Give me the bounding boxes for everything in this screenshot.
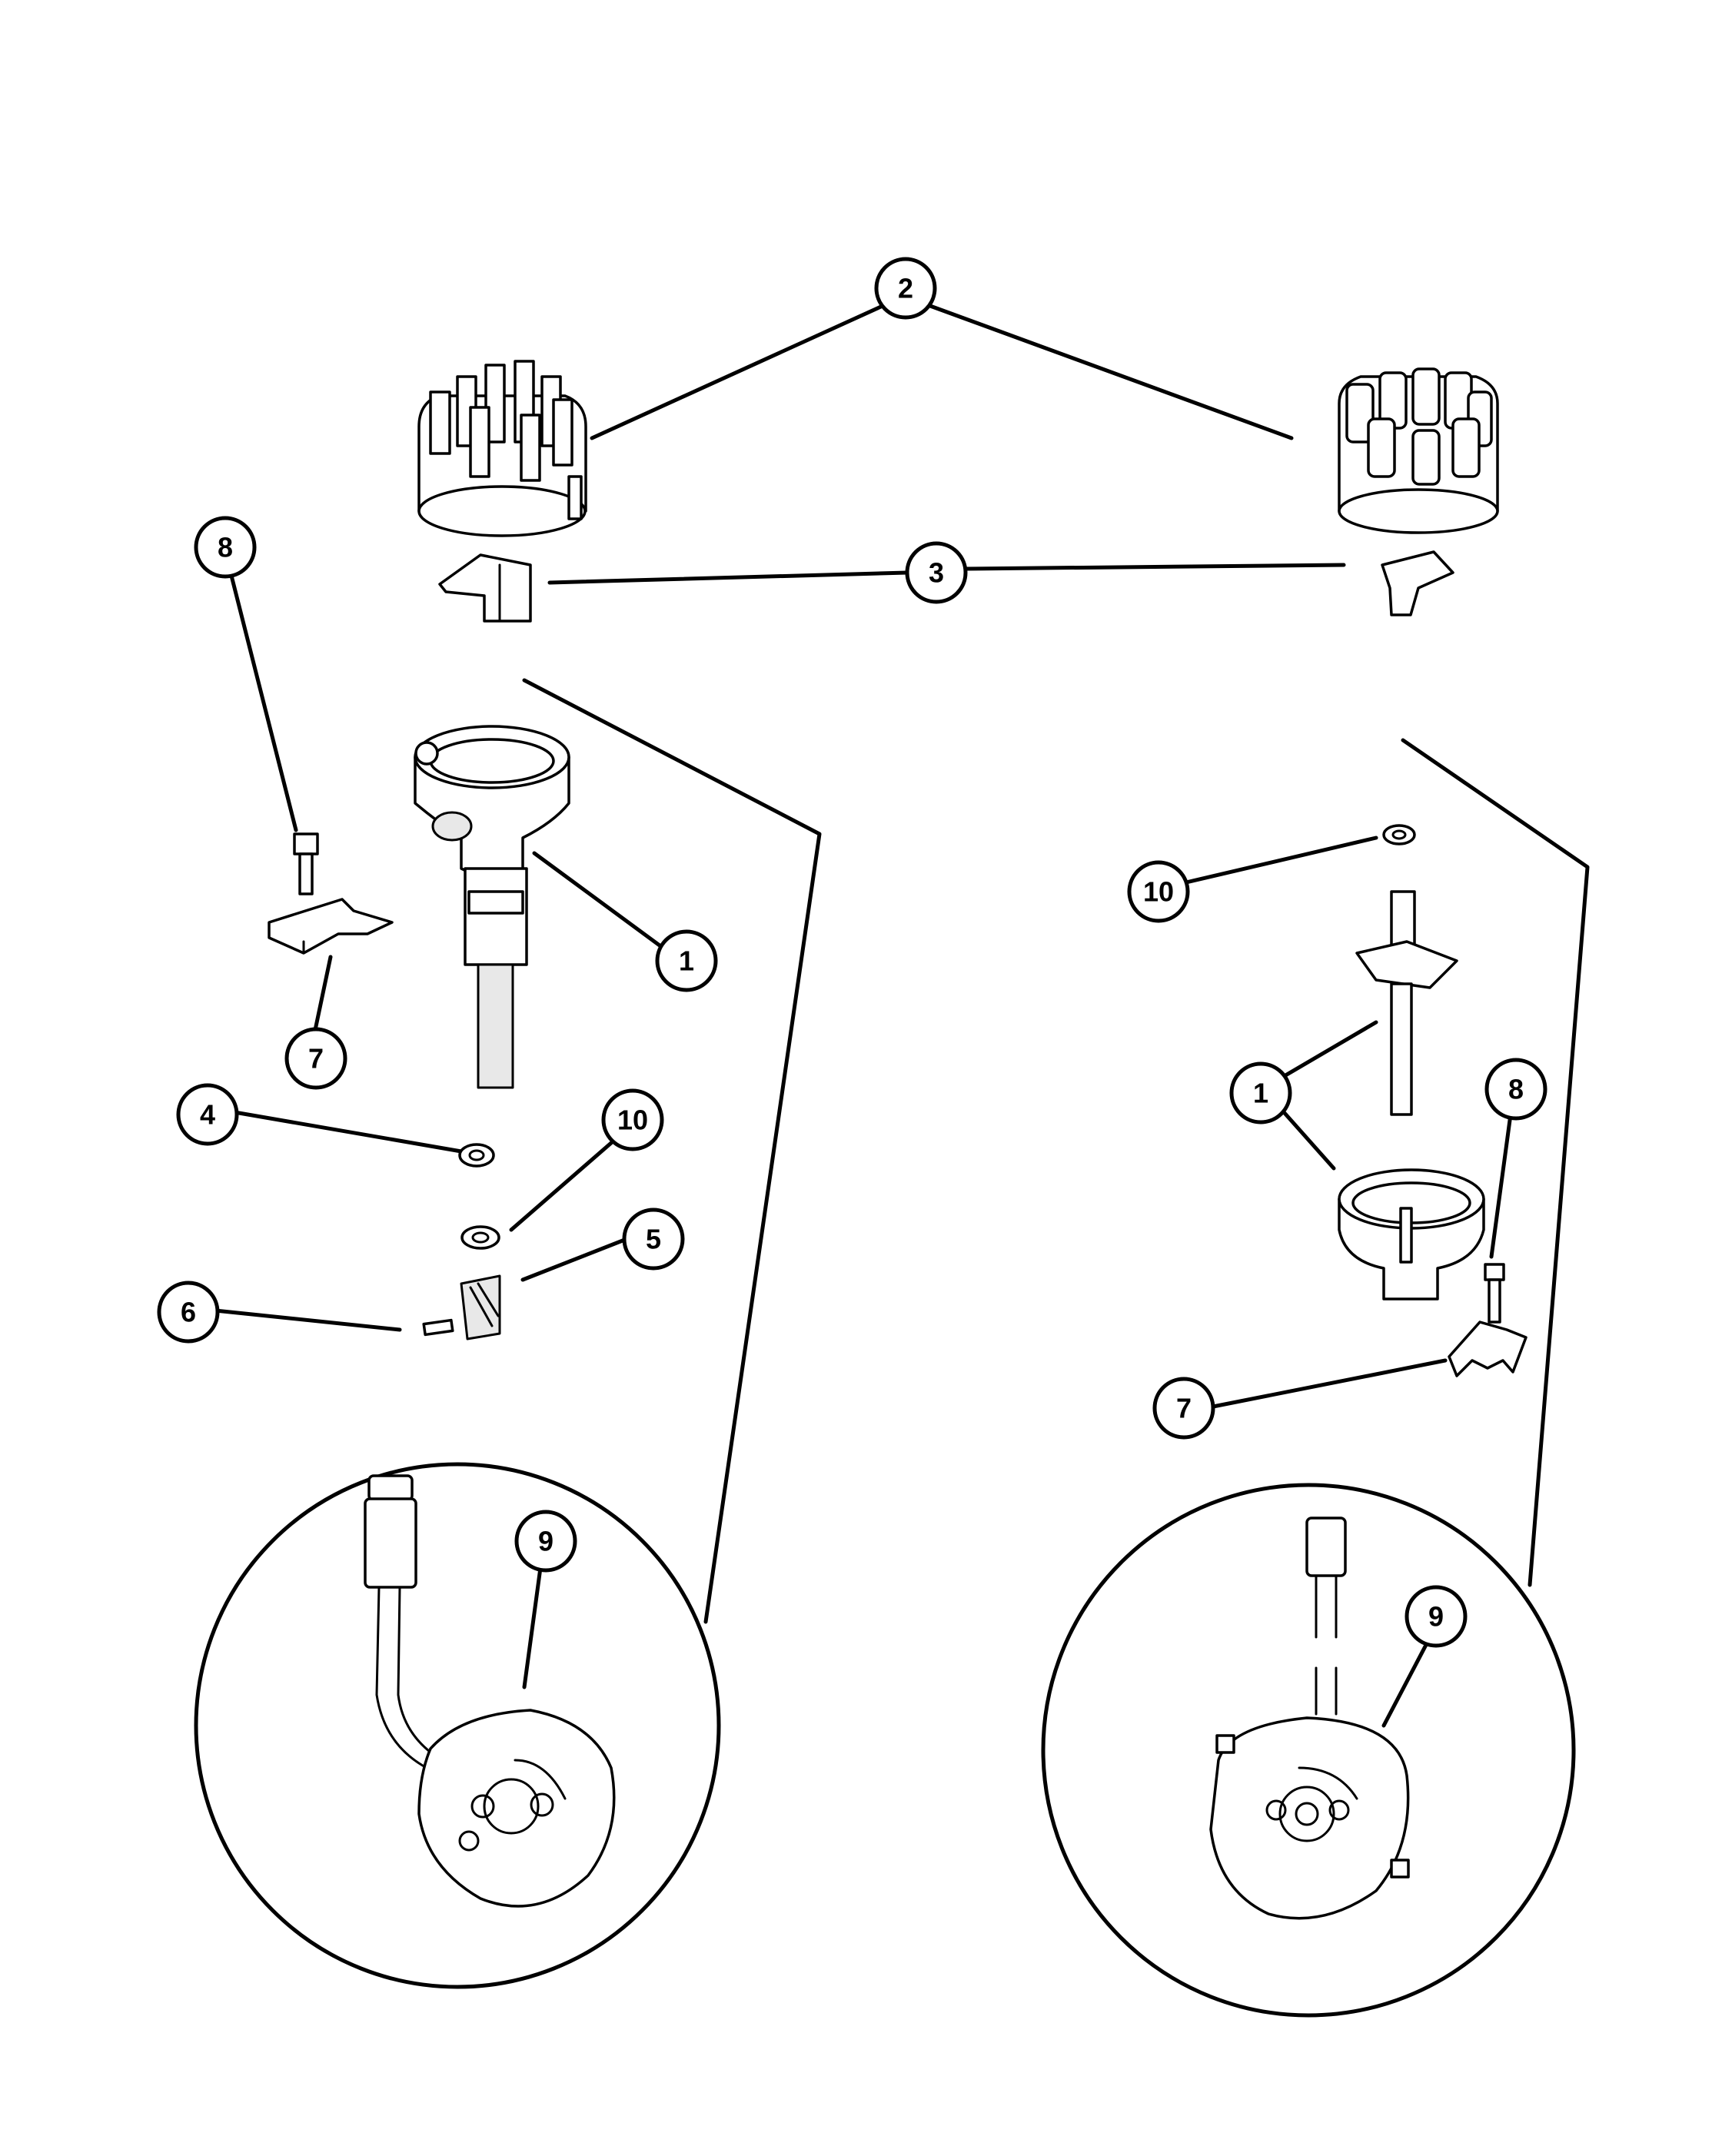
callout-9-left-label: 9 <box>538 1526 554 1557</box>
detail-circle-left <box>194 1462 721 1989</box>
distributor-housing-left <box>414 725 570 1089</box>
callout-8-left-label: 8 <box>218 532 233 563</box>
distributor-housing-right <box>1338 1168 1485 1301</box>
callout-4: 4 <box>176 1083 239 1146</box>
callout-9-left: 9 <box>514 1510 577 1573</box>
callout-7-right: 7 <box>1152 1377 1215 1440</box>
detail-circle-right <box>1041 1483 1576 2018</box>
callout-1-right-label: 1 <box>1253 1078 1268 1109</box>
washer-left-10 <box>460 1225 500 1250</box>
callout-2-label: 2 <box>898 273 913 304</box>
callout-1-left: 1 <box>655 929 718 992</box>
callout-4-label: 4 <box>200 1099 215 1131</box>
callout-3: 3 <box>905 541 968 604</box>
callout-10-right-label: 10 <box>1143 876 1174 908</box>
hold-down-clamp-right <box>1448 1321 1528 1377</box>
hold-down-clamp-left <box>268 898 394 955</box>
callout-6: 6 <box>157 1281 220 1344</box>
callout-1-right: 1 <box>1229 1061 1292 1125</box>
callout-3-label: 3 <box>929 557 944 589</box>
washer-left-4 <box>458 1143 495 1168</box>
leader-lines <box>213 304 1590 1728</box>
callout-7-left-label: 7 <box>308 1043 324 1075</box>
distributor-cap-left <box>417 360 587 537</box>
drive-gear-left <box>460 1274 501 1340</box>
bolt-right <box>1484 1263 1505 1324</box>
callout-2: 2 <box>874 257 937 320</box>
callout-10-left: 10 <box>601 1088 664 1151</box>
distributor-shaft-right <box>1355 890 1458 1116</box>
distributor-cap-right <box>1338 367 1499 534</box>
bolt-left <box>293 832 319 895</box>
callout-9-right-label: 9 <box>1428 1601 1444 1633</box>
callout-7-left: 7 <box>284 1027 347 1090</box>
callout-5-label: 5 <box>646 1224 661 1255</box>
callout-6-label: 6 <box>181 1297 196 1328</box>
washer-right-10 <box>1382 824 1416 845</box>
callout-10-right: 10 <box>1127 860 1190 923</box>
callout-10-left-label: 10 <box>617 1105 648 1136</box>
callout-8-left: 8 <box>194 516 257 579</box>
callout-1-left-label: 1 <box>679 945 694 977</box>
rotor-right <box>1381 550 1454 616</box>
callout-7-right-label: 7 <box>1176 1393 1192 1424</box>
callout-8-right: 8 <box>1484 1058 1547 1121</box>
roll-pin-left <box>422 1318 454 1337</box>
callout-8-right-label: 8 <box>1508 1074 1524 1105</box>
callout-5: 5 <box>622 1208 685 1271</box>
rotor-left <box>438 553 532 623</box>
callout-9-right: 9 <box>1405 1585 1468 1648</box>
